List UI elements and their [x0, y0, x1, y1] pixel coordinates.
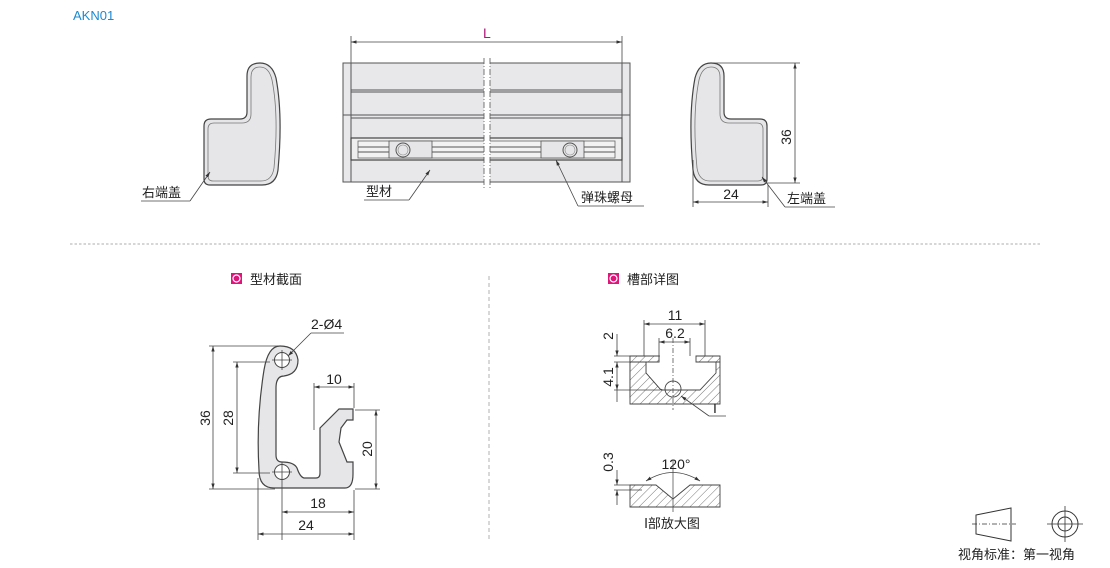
section-dim-10: 10	[326, 371, 342, 387]
left-cap-width-dim: 24	[723, 186, 739, 202]
left-end-cap-drawing	[690, 62, 835, 208]
profile-section-drawing	[209, 332, 380, 540]
model-title: AKN01	[73, 8, 114, 23]
left-cap-height-dim: 36	[778, 129, 794, 145]
section-dim-20: 20	[359, 441, 375, 457]
section-dim-28: 28	[220, 410, 236, 426]
section-dim-18: 18	[310, 495, 326, 511]
slot-bullet-ring-icon	[609, 274, 618, 283]
holes-callout: 2-Ø4	[311, 316, 342, 332]
ball-nut-label: 弹珠螺母	[581, 191, 633, 206]
first-angle-projection-icon	[972, 506, 1083, 542]
left-cap-label: 左端盖	[787, 192, 826, 207]
slot-dim-11: 11	[668, 307, 683, 323]
section-bullet-ring-icon	[232, 274, 241, 283]
right-cap-label: 右端盖	[142, 186, 181, 201]
projection-label: 视角标准：第一视角	[958, 548, 1075, 563]
enlarged-detail-drawing	[614, 460, 721, 512]
section-dim-36: 36	[197, 410, 213, 426]
profile-label: 型材	[366, 185, 392, 200]
section-heading: 型材截面	[250, 273, 302, 288]
detail-marker: I	[713, 400, 717, 416]
detail-dim-0-3: 0.3	[600, 452, 616, 472]
length-label: L	[483, 25, 491, 41]
enlarged-caption: I部放大图	[644, 517, 700, 532]
slot-dim-6-2: 6.2	[665, 325, 685, 341]
section-dim-24: 24	[298, 517, 314, 533]
slot-dim-2: 2	[600, 332, 616, 340]
detail-angle: 120°	[662, 456, 691, 472]
slot-bullet-icon	[608, 273, 619, 284]
section-bullet-icon	[231, 273, 242, 284]
slot-detail-drawing	[614, 320, 726, 417]
slot-heading: 槽部详图	[627, 273, 679, 288]
profile-side-view	[342, 36, 644, 207]
right-end-cap-drawing	[141, 62, 281, 202]
slot-dim-4-1: 4.1	[600, 367, 616, 387]
